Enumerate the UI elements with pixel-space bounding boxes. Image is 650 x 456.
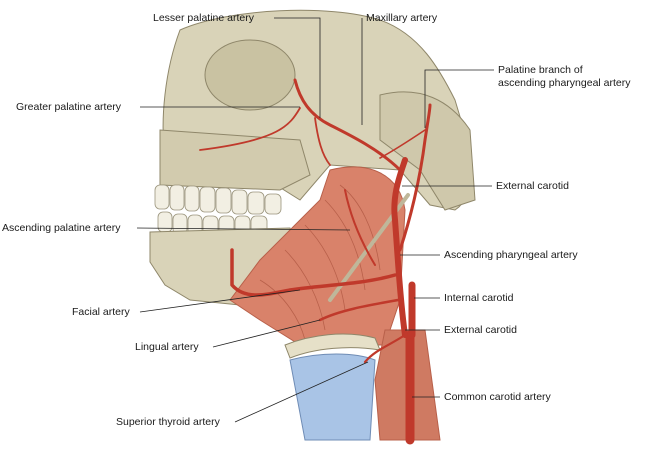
leader-lesser-palatine [274, 17, 321, 118]
leader-lines [136, 17, 494, 423]
lesser-palatine-artery-vessel [314, 117, 331, 166]
ascending-pharyngeal-artery-vessel [398, 103, 432, 252]
label-palatine-branch-line1: Palatine branch of [498, 64, 583, 76]
label-common-carotid-artery: Common carotid artery [444, 391, 551, 403]
label-internal-carotid: Internal carotid [444, 292, 514, 304]
palatine-branch-vessel [379, 129, 426, 159]
leader-facial [139, 289, 301, 313]
label-lingual-artery: Lingual artery [135, 341, 199, 353]
label-lesser-palatine-artery: Lesser palatine artery [153, 12, 254, 24]
arteries [199, 78, 432, 445]
greater-palatine-artery-vessel [199, 107, 301, 151]
label-external-carotid-upper: External carotid [496, 180, 569, 192]
occipital-bone [379, 91, 476, 211]
thyroid-cartilage [289, 353, 376, 441]
upper-teeth [154, 184, 282, 215]
leader-superior-thyroid [234, 361, 369, 423]
leader-lingual [212, 319, 321, 348]
lingual-artery-vessel [318, 298, 400, 322]
superior-thyroid-artery-vessel [363, 333, 407, 364]
label-external-carotid-lower: External carotid [444, 324, 517, 336]
label-facial-artery: Facial artery [72, 306, 130, 318]
label-maxillary-artery: Maxillary artery [366, 12, 438, 24]
leader-ascending-palatine [136, 227, 351, 231]
label-ascending-palatine-artery: Ascending palatine artery [2, 222, 121, 234]
label-ascending-pharyngeal-artery: Ascending pharyngeal artery [444, 249, 578, 261]
label-greater-palatine-artery: Greater palatine artery [16, 101, 122, 113]
label-palatine-branch-line2: ascending pharyngeal artery [498, 77, 631, 89]
ascending-palatine-artery-vessel [344, 189, 376, 266]
orbit [204, 39, 296, 111]
external-carotid-artery-vessel [391, 157, 408, 338]
maxilla [159, 129, 311, 191]
leader-palatine-branch [424, 69, 494, 128]
label-superior-thyroid-artery: Superior thyroid artery [116, 416, 220, 428]
maxillary-artery-vessel [293, 78, 402, 172]
facial-artery-vessel [230, 248, 397, 297]
